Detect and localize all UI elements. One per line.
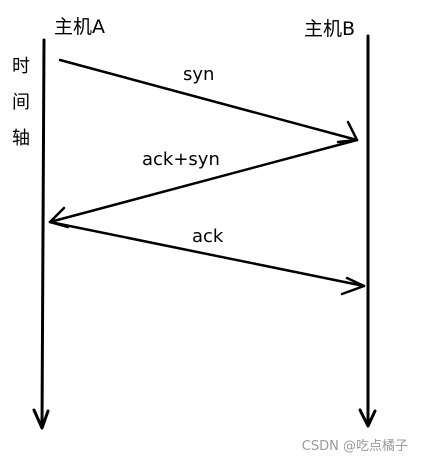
host-a-timeline — [40, 38, 46, 427]
time-axis-char: 间 — [12, 92, 30, 113]
host-b-label: 主机B — [304, 18, 356, 40]
ack-syn-arrow — [48, 138, 359, 224]
host-a-label: 主机A — [54, 16, 105, 38]
watermark-text: CSDN @吃点橘子 — [301, 439, 408, 454]
time-axis-char: 时 — [12, 56, 30, 77]
ack-label: ack — [192, 226, 224, 247]
host-a-timeline-arrowhead — [32, 408, 50, 430]
time-axis-char: 轴 — [12, 128, 30, 149]
syn-label: syn — [183, 64, 215, 85]
ack-syn-label: ack+syn — [142, 149, 220, 170]
ack-arrowhead — [340, 276, 366, 296]
host-b-timeline-arrowhead — [358, 408, 377, 428]
ack-arrow — [48, 220, 366, 288]
syn-arrow — [58, 58, 359, 142]
